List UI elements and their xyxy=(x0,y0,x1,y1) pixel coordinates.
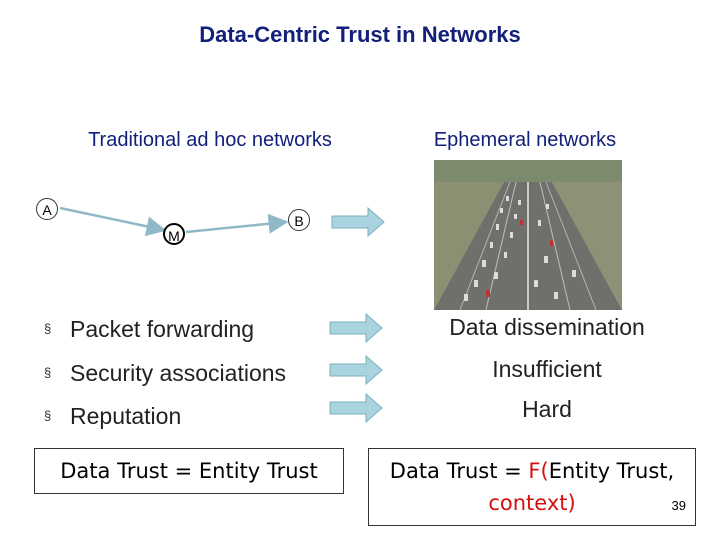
formula-mid: Entity Trust, xyxy=(548,459,675,483)
node-a: A xyxy=(36,198,58,220)
arrow-associations xyxy=(329,354,383,386)
arrow-forwarding xyxy=(329,312,383,344)
bullet-text: Packet forwarding xyxy=(70,316,255,342)
item-insufficient: Insufficient xyxy=(492,356,602,382)
arrow-network xyxy=(331,206,385,238)
slide-title: Data-Centric Trust in Networks xyxy=(199,22,521,47)
formula-data-centric-trust: Data Trust = F(Entity Trust, context) xyxy=(368,448,696,526)
bullet-packet-forwarding: § Packet forwarding xyxy=(44,316,254,343)
right-heading: Ephemeral networks xyxy=(433,129,617,151)
bullet-reputation: § Reputation xyxy=(44,403,181,430)
formula-entity-trust: Data Trust = Entity Trust xyxy=(34,448,344,494)
bullet-marker: § xyxy=(44,365,52,380)
item-hard: Hard xyxy=(522,396,572,422)
node-m: M xyxy=(163,223,185,245)
bullet-security-associations: § Security associations xyxy=(44,360,286,387)
bullet-marker: § xyxy=(44,321,52,336)
item-data-dissemination: Data dissemination xyxy=(449,314,645,340)
node-b: B xyxy=(288,209,310,231)
formula-line-1: Data Trust = F(Entity Trust, xyxy=(369,455,695,487)
bullet-marker: § xyxy=(44,408,52,423)
formula-line-2: context) xyxy=(488,491,576,515)
bullet-text: Security associations xyxy=(70,360,287,386)
link-m-b xyxy=(185,213,289,234)
bullet-text: Reputation xyxy=(70,403,182,429)
page-number: 39 xyxy=(671,498,686,513)
formula-function: F( xyxy=(528,459,549,483)
formula-prefix: Data Trust = xyxy=(389,459,529,483)
link-a-m xyxy=(59,206,167,237)
highway-photo xyxy=(434,160,622,310)
arrow-reputation xyxy=(329,392,383,424)
left-heading: Traditional ad hoc networks xyxy=(88,129,332,151)
